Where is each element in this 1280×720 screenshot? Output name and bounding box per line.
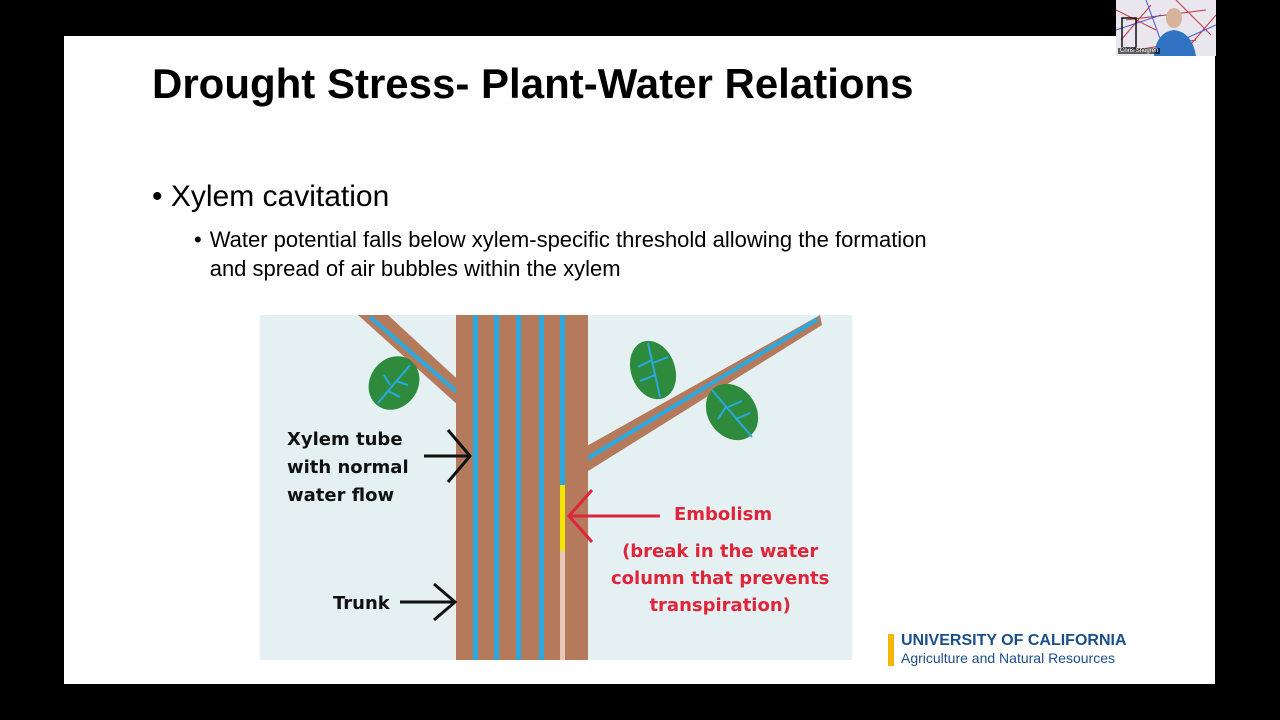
label-xylem-tube: Xylem tube with normal water flow — [287, 429, 409, 506]
bullet-dot: • — [152, 180, 163, 213]
leaf-icon — [368, 356, 420, 410]
bullet-sub-text: Water potential falls below xylem-specif… — [209, 227, 927, 281]
arrow-xylem-icon — [424, 429, 472, 483]
arrow-embolism-icon — [566, 489, 660, 543]
logo-line2: Agriculture and Natural Resources — [901, 650, 1115, 666]
label-embolism: Embolism — [674, 504, 773, 525]
bullet-main-text: Xylem cavitation — [170, 180, 390, 213]
right-branch-xylem — [583, 317, 820, 462]
leaf-icon — [629, 340, 677, 400]
uc-anr-logo: UNIVERSITY OF CALIFORNIA Agriculture and… — [888, 632, 1127, 666]
arrow-trunk-icon — [400, 582, 458, 622]
xylem-tube — [494, 315, 499, 660]
label-break-description: (break in the water column that prevents… — [611, 541, 830, 616]
left-branch — [358, 315, 480, 425]
xylem-tube — [473, 315, 478, 660]
bullet-sub: • Water potential falls below xylem-speci… — [194, 225, 954, 283]
bullet-dot: • — [194, 227, 202, 252]
logo-line1: UNIVERSITY OF CALIFORNIA — [901, 632, 1127, 649]
label-trunk: Trunk — [333, 593, 390, 614]
presentation-slide: Drought Stress- Plant-Water Relations • … — [64, 36, 1215, 684]
leaf-icon — [705, 383, 759, 441]
webcam-thumbnail[interactable]: Chris Shogren — [1116, 0, 1216, 56]
xylem-tube-broken — [560, 315, 565, 487]
xylem-diagram-graphic — [260, 315, 852, 660]
embolism-bubble — [560, 485, 565, 551]
webcam-participant-name: Chris Shogren — [1118, 48, 1161, 54]
xylem-tube — [539, 315, 544, 660]
xylem-diagram: Xylem tube with normal water flow Trunk … — [260, 315, 852, 660]
bullet-main: • Xylem cavitation — [152, 180, 389, 214]
webcam-video — [1116, 0, 1216, 56]
logo-bar — [888, 634, 894, 666]
xylem-tube — [516, 315, 521, 660]
empty-xylem — [560, 551, 565, 660]
slide-title: Drought Stress- Plant-Water Relations — [152, 60, 914, 107]
